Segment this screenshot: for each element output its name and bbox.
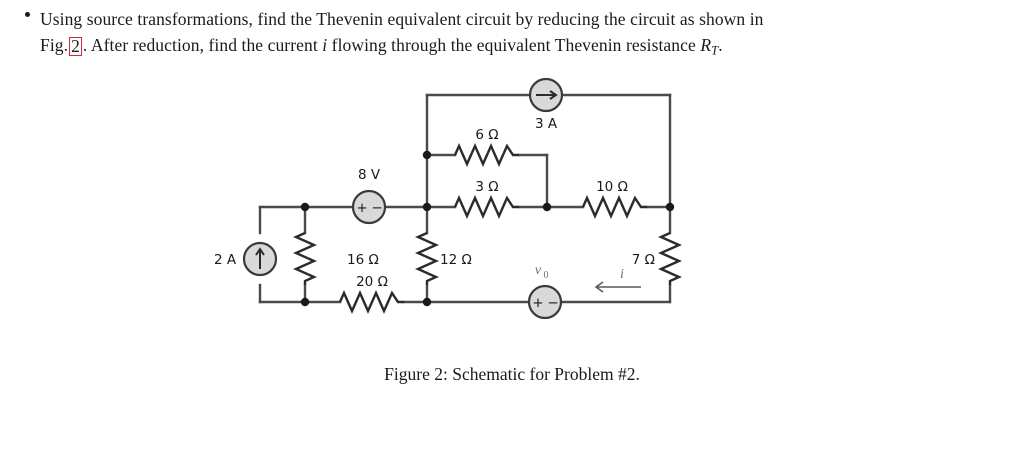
- current-i-label: i: [620, 267, 624, 282]
- resistor-10ohm-label: 10 Ω: [596, 179, 628, 195]
- resistor-6ohm-label: 6 Ω: [475, 127, 498, 143]
- voltage-vo-annotation-subscript: 0: [544, 270, 549, 281]
- resistor-3ohm-symbol: [453, 195, 519, 219]
- problem-line-2-text-b: . After reduction, find the current: [82, 35, 318, 55]
- voltage-source-vo-minus-sign: −: [547, 295, 558, 311]
- current-symbol-i: i: [322, 35, 328, 55]
- resistor-16ohm-symbol: [293, 231, 317, 285]
- resistor-7ohm-label: 7 Ω: [632, 252, 655, 268]
- problem-line-2: Fig.2. After reduction, find the current…: [40, 32, 1024, 64]
- voltage-source-8v-label: 8 V: [358, 167, 381, 183]
- resistance-symbol-r: R: [700, 35, 712, 55]
- resistor-10ohm-symbol: [581, 195, 647, 219]
- resistor-3ohm-label: 3 Ω: [475, 179, 498, 195]
- resistance-subscript-t: T: [711, 43, 719, 58]
- problem-bullet-item: Using source transformations, find the T…: [0, 0, 1024, 64]
- problem-statement: Using source transformations, find the T…: [0, 0, 1024, 64]
- node-dot-center-bottom: [422, 297, 432, 307]
- resistor-20ohm-label: 20 Ω: [356, 274, 388, 290]
- problem-line-2-text-c: flowing through the equivalent Thevenin …: [331, 35, 696, 55]
- figure-reference-link[interactable]: 2: [69, 36, 82, 56]
- node-dot-3ohm-right: [542, 202, 552, 212]
- voltage-source-vo-plus-sign: +: [532, 295, 543, 311]
- current-source-3a-label: 3 A: [535, 116, 558, 132]
- voltage-source-8v-plus-sign: +: [356, 200, 367, 216]
- node-dot-16ohm-top: [300, 202, 310, 212]
- voltage-source-8v-minus-sign: −: [371, 200, 382, 216]
- resistor-7ohm-symbol: [658, 231, 682, 285]
- resistor-6ohm-symbol: [453, 143, 519, 167]
- current-source-2a-label: 2 A: [214, 252, 237, 268]
- node-dot-6ohm-left: [422, 150, 432, 160]
- circuit-schematic: + − + − 2 A 3 A 8 V 6 Ω 3 Ω 10 Ω 16 Ω 12…: [214, 78, 682, 320]
- voltage-vo-annotation-symbol: v: [535, 263, 542, 278]
- resistor-12ohm-symbol: [415, 231, 439, 285]
- circuit-figure: + − + − 2 A 3 A 8 V 6 Ω 3 Ω 10 Ω 16 Ω 12…: [0, 78, 1024, 328]
- problem-line-1-text: Using source transformations, find the T…: [40, 9, 764, 29]
- current-i-arrow-head: [594, 281, 604, 293]
- voltage-source-8v-body: [351, 189, 387, 225]
- problem-line-1: Using source transformations, find the T…: [40, 0, 1024, 32]
- resistor-12ohm-label: 12 Ω: [440, 252, 472, 268]
- node-dot-16ohm-bottom: [300, 297, 310, 307]
- resistor-16ohm-label: 16 Ω: [347, 252, 379, 268]
- sentence-period: .: [718, 35, 723, 55]
- voltage-source-vo-body: [527, 284, 563, 320]
- current-source-2a-arrow-head: [255, 247, 265, 256]
- node-dot-center-middle: [422, 202, 432, 212]
- fig-word: Fig.: [40, 35, 69, 55]
- resistor-20ohm-symbol: [338, 290, 404, 314]
- figure-caption: Figure 2: Schematic for Problem #2.: [384, 364, 640, 384]
- current-source-3a-arrow-head: [549, 90, 558, 100]
- bullet-point-icon: [25, 12, 30, 17]
- node-dot-right-rail: [665, 202, 675, 212]
